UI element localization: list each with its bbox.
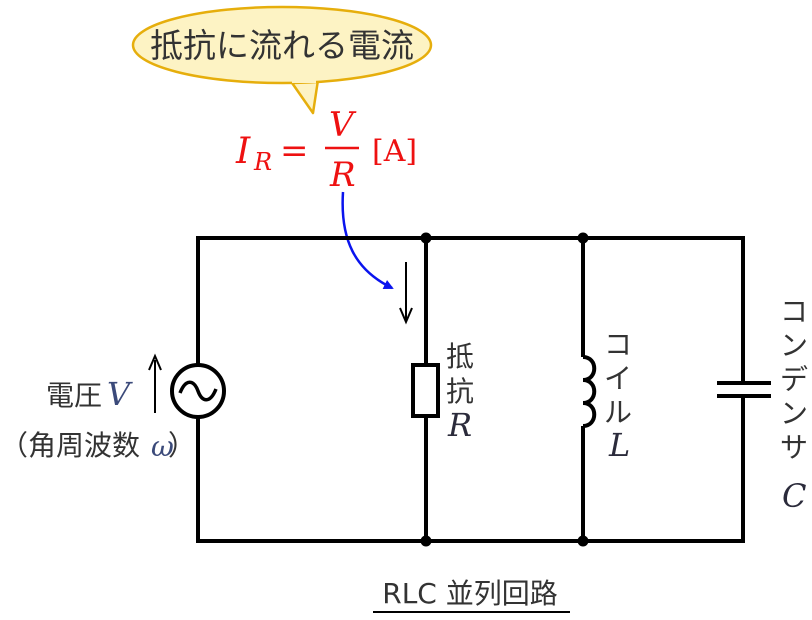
formula-numerator: V — [329, 105, 357, 145]
pointer-arrow-icon — [341, 191, 394, 290]
formula-lhs-symbol: I — [235, 131, 251, 172]
source-label: 電圧 V （角周波数 ω ） — [0, 375, 196, 463]
source-label-close: ） — [168, 429, 196, 462]
resistor-icon — [411, 363, 440, 418]
capacitor-label-line5: サ — [780, 431, 808, 464]
formula-unit: [A] — [372, 134, 417, 169]
source-omega-symbol: ω — [151, 430, 174, 463]
inductor-icon — [582, 355, 597, 428]
speech-bubble: 抵抗に流れる電流 — [131, 5, 433, 115]
inductor-label-line2: イ — [604, 362, 632, 395]
capacitor-label-line1: コ — [780, 295, 808, 328]
ac-source-icon — [170, 363, 226, 419]
formula-equals: = — [280, 131, 309, 171]
capacitor-symbol: C — [782, 477, 806, 515]
resistor-label-line1: 抵 — [446, 340, 474, 373]
resistor-label-line2: 抗 — [446, 375, 474, 408]
source-angular-frequency-label: （角周波数 — [0, 429, 140, 462]
inductor-label-line1: コ — [604, 328, 632, 361]
junction-dots — [420, 232, 589, 547]
inductor-label-line3: ル — [604, 396, 632, 429]
inductor-label: コ イ ル L — [604, 328, 632, 464]
circuit-wires — [196, 236, 745, 543]
resistor-symbol: R — [447, 406, 472, 444]
current-arrow-icon — [399, 262, 413, 325]
voltage-arrow-icon — [148, 353, 162, 413]
diagram-caption: RLC 並列回路 — [382, 577, 558, 610]
source-voltage-label: 電圧 — [46, 379, 102, 412]
capacitor-icon — [717, 381, 771, 398]
formula-denominator: R — [329, 155, 356, 195]
inductor-symbol: L — [608, 426, 630, 464]
current-formula: I R = V R [A] — [235, 105, 417, 195]
capacitor-label-line3: デ — [780, 363, 808, 396]
formula-lhs-subscript: R — [253, 148, 272, 176]
resistor-label: 抵 抗 R — [446, 340, 474, 444]
capacitor-label-line4: ン — [780, 397, 808, 430]
capacitor-label-line2: ン — [780, 329, 808, 362]
capacitor-label: コ ン デ ン サ C — [780, 295, 808, 515]
source-voltage-symbol: V — [107, 375, 133, 413]
bubble-text: 抵抗に流れる電流 — [150, 26, 414, 65]
